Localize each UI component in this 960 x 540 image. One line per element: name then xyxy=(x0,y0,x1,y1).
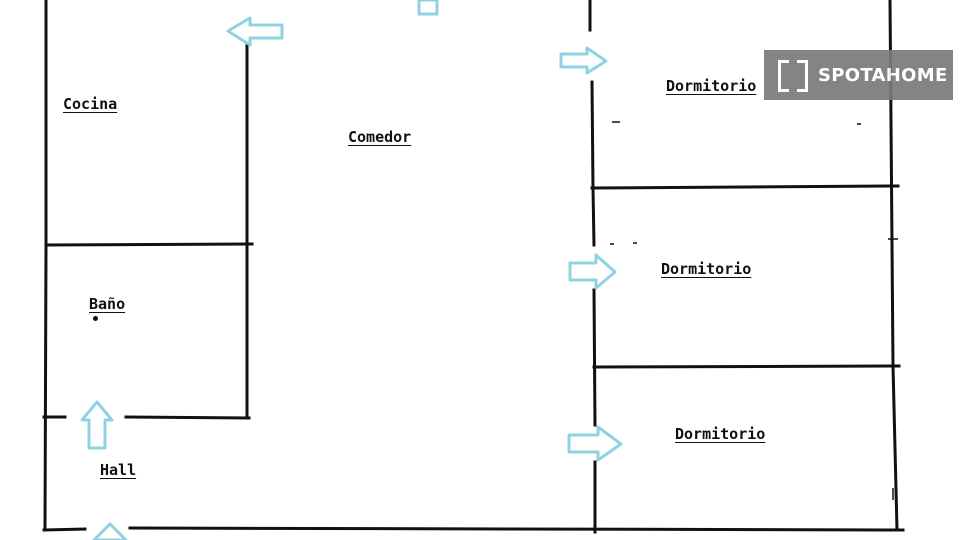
arrow-left-icon xyxy=(226,16,284,47)
wall xyxy=(43,243,48,532)
room-label-dormitorio-2: Dormitorio xyxy=(661,260,752,278)
wall xyxy=(591,186,596,247)
wall xyxy=(44,242,254,247)
room-label-cocina: Cocina xyxy=(63,95,118,113)
wall xyxy=(891,364,899,532)
wall xyxy=(128,526,905,532)
bracket-logo-icon xyxy=(778,60,808,92)
arrow-right-icon xyxy=(567,425,623,462)
room-label-dormitorio-1: Dormitorio xyxy=(666,77,757,95)
wall xyxy=(590,80,595,190)
wall xyxy=(590,184,900,190)
wall xyxy=(592,364,901,369)
watermark-logo: SPOTAHOME xyxy=(764,50,953,100)
arrow-right-icon xyxy=(568,253,617,290)
arrow-up-icon xyxy=(80,400,114,450)
arrow-right-icon xyxy=(559,46,608,75)
dot-mark xyxy=(93,316,98,321)
arrow-up-icon xyxy=(417,0,439,16)
arrow-up-icon xyxy=(92,522,128,540)
wall xyxy=(592,288,597,427)
room-label-bano: Baño xyxy=(89,295,126,313)
watermark-brand: SPOTAHOME xyxy=(818,64,948,86)
room-label-hall: Hall xyxy=(100,461,137,479)
wall xyxy=(42,527,87,532)
room-label-comedor: Comedor xyxy=(348,128,412,146)
room-label-dormitorio-3: Dormitorio xyxy=(675,425,766,443)
wall xyxy=(124,415,251,420)
